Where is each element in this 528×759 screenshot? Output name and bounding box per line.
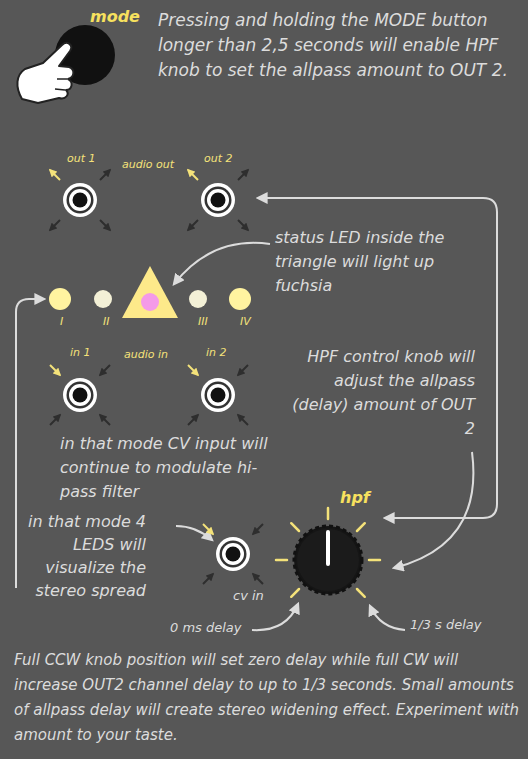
part-label: II	[103, 315, 110, 328]
part-label: III	[198, 315, 208, 328]
mode-button: mode	[10, 5, 135, 105]
hpf-knob: hpf	[285, 488, 385, 608]
output-jack-shape	[40, 152, 120, 244]
leader-lines	[16, 243, 473, 630]
input-jack-shape	[178, 346, 258, 438]
status-triangle	[122, 266, 178, 318]
led: I	[45, 287, 75, 333]
input-jack: in 1	[40, 346, 120, 438]
part-label: mode	[90, 7, 140, 26]
led: II	[88, 287, 118, 333]
group-label: audio in	[124, 348, 184, 361]
led: IV	[225, 287, 255, 333]
double-arrow	[258, 198, 497, 518]
output-jack-shape	[178, 152, 258, 244]
output-jack: out 1	[40, 152, 120, 244]
callout-text: HPF control knob will adjust the allpass…	[280, 345, 475, 441]
callout-text: in that mode CV input will continue to m…	[60, 432, 290, 504]
part-label: I	[60, 315, 63, 328]
input-jack: in 2	[178, 346, 258, 438]
part-label: cv in	[233, 588, 264, 603]
part-label: in 1	[70, 346, 91, 359]
part-label: IV	[240, 315, 251, 328]
part-label: out 1	[67, 152, 96, 165]
callout-text: in that mode 4 LEDS will visualize the s…	[22, 510, 146, 602]
instruction-text: Pressing and holding the MODE button lon…	[158, 8, 513, 83]
part-label: out 2	[204, 152, 233, 165]
footnote-text: Full CCW knob position will set zero del…	[14, 648, 519, 748]
hpf-knob-shape	[285, 488, 385, 608]
range-label: 1/3 s delay	[410, 617, 510, 632]
group-label: audio out	[122, 158, 182, 171]
led: III	[183, 287, 213, 333]
part-label: hpf	[340, 488, 370, 507]
callout-text: status LED inside the triangle will ligh…	[275, 226, 480, 298]
part-label: in 2	[206, 346, 227, 359]
output-jack: out 2	[178, 152, 258, 244]
range-label: 0 ms delay	[170, 620, 260, 635]
input-jack-shape	[40, 346, 120, 438]
cv-jack: cv in	[203, 526, 263, 610]
